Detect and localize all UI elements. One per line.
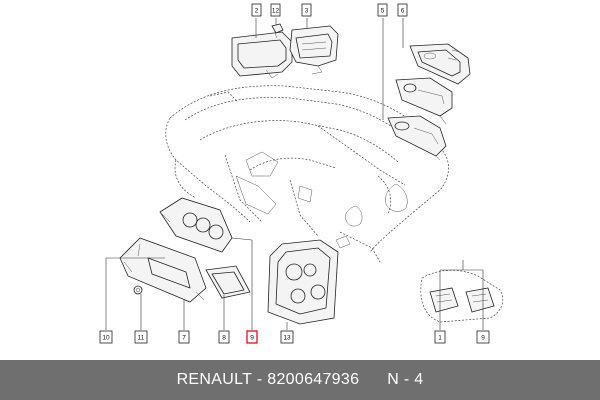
svg-text:10: 10 bbox=[102, 335, 110, 342]
part-side-vent-left bbox=[429, 287, 459, 313]
part-info-footer: RENAULT - 8200647936 N - 4 bbox=[0, 360, 600, 400]
svg-text:5: 5 bbox=[381, 8, 385, 15]
callout-9: 12 bbox=[270, 3, 281, 17]
brand-label: RENAULT bbox=[176, 371, 253, 388]
exploded-view-diagram: 2 12 3 5 6 10 11 7 bbox=[99, 3, 504, 344]
callout-8: 8 bbox=[218, 330, 230, 344]
svg-text:7: 7 bbox=[182, 335, 186, 342]
svg-text:12: 12 bbox=[272, 8, 280, 15]
svg-text:1: 1 bbox=[438, 335, 442, 342]
part-display-bezel bbox=[231, 31, 293, 79]
part-storage-tray bbox=[205, 265, 251, 299]
part-number: 8200647936 bbox=[267, 371, 360, 388]
part-console-carrier bbox=[119, 237, 207, 303]
part-center-console-bezel bbox=[267, 239, 339, 325]
callout-1: 1 bbox=[434, 330, 446, 344]
svg-text:11: 11 bbox=[138, 335, 145, 342]
part-vent-frame-upper bbox=[409, 43, 471, 85]
callout-6: 6 bbox=[397, 3, 408, 17]
callout-10: 10 bbox=[99, 330, 113, 344]
part-clip bbox=[271, 23, 284, 39]
leader-lines bbox=[105, 18, 484, 330]
svg-text:6: 6 bbox=[401, 8, 405, 15]
svg-text:2: 2 bbox=[255, 8, 259, 15]
brand-separator: - bbox=[252, 371, 268, 388]
part-cluster-hood bbox=[159, 197, 233, 253]
callout-12: 9 bbox=[476, 330, 490, 344]
callout-9-highlighted: 9 bbox=[246, 330, 258, 344]
svg-text:3: 3 bbox=[305, 8, 309, 15]
dashboard-outline bbox=[165, 85, 449, 263]
svg-text:8: 8 bbox=[222, 335, 226, 342]
part-vent-frame-lower bbox=[387, 115, 447, 161]
svg-text:9: 9 bbox=[481, 335, 485, 342]
callout-11: 11 bbox=[134, 330, 148, 344]
section-code: N - 4 bbox=[387, 371, 424, 388]
part-side-vent-right bbox=[465, 287, 495, 313]
callout-5: 5 bbox=[377, 3, 388, 17]
svg-text:9: 9 bbox=[250, 335, 254, 342]
part-vent-frame-middle bbox=[395, 77, 453, 125]
callout-2: 2 bbox=[251, 3, 262, 17]
callout-7: 7 bbox=[178, 330, 190, 344]
svg-text:13: 13 bbox=[283, 335, 291, 342]
part-grommet bbox=[133, 285, 143, 295]
callout-3: 3 bbox=[301, 3, 312, 17]
callout-13: 13 bbox=[280, 330, 294, 344]
part-bracket-housing bbox=[289, 25, 339, 75]
